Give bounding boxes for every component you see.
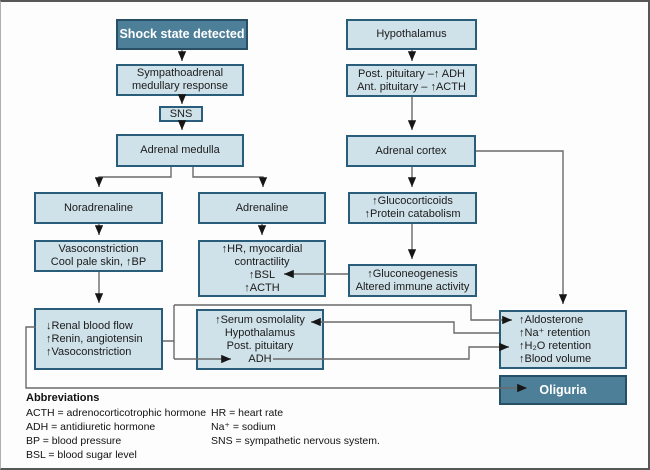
node-renal-effects: ↓Renal blood flow ↑Renin, angiotensin ↑V… (34, 308, 163, 370)
node-noradrenaline: Noradrenaline (34, 192, 163, 224)
abbreviation-item: HR = heart rate (211, 407, 284, 419)
node-label: Adrenal cortex (375, 144, 447, 157)
node-line: ↓Renal blood flow (46, 319, 133, 332)
node-glucocorticoids: ↑Glucocorticoids ↑Protein catabolism (348, 192, 477, 224)
abbreviations-title: Abbreviations (26, 392, 100, 404)
node-line: ↑Glucocorticoids (372, 195, 453, 207)
node-line: medullary response (132, 80, 228, 92)
abbreviation-item: ADH = antidiuretic hormone (26, 421, 156, 433)
node-line: ↑Renin, angiotensin (46, 332, 143, 345)
node-line: ↑Serum osmolality (215, 313, 305, 326)
node-adrenal-cortex: Adrenal cortex (346, 135, 476, 167)
node-aldosterone-effects: ↑Aldosterone ↑Na⁺ retention ↑H₂O retenti… (499, 310, 627, 369)
node-adrenal-medulla: Adrenal medulla (116, 134, 244, 167)
arrow-medulla-to-adrenaline (192, 167, 268, 187)
node-pituitary: Post. pituitary –↑ ADH Ant. pituitary – … (346, 64, 477, 97)
arrow-medulla-to-noradrenaline (94, 167, 172, 187)
node-cardiac-effects: ↑HR, myocardial contractility ↑BSL ↑ACTH (198, 240, 326, 297)
node-line: ADH (248, 352, 272, 365)
node-line: Post. pituitary (226, 339, 294, 352)
node-line: Ant. pituitary – ↑ACTH (357, 80, 466, 93)
node-sympathoadrenal-response: Sympathoadrenal medullary response (116, 64, 244, 96)
node-line: Vasoconstriction (58, 243, 139, 255)
node-line: Hypothalamus (224, 326, 296, 339)
node-line: Post. pituitary –↑ ADH (358, 67, 465, 80)
node-line: ↑Aldosterone (519, 313, 584, 326)
abbreviations-column-2: HR = heart rate Na⁺ = sodium SNS = sympa… (211, 406, 380, 448)
node-oliguria: Oliguria (499, 375, 627, 405)
arrow-cortex-to-aldosterone (476, 150, 568, 304)
node-line: ↑BSL (248, 268, 276, 281)
node-line: ↑Gluconeogenesis (367, 267, 458, 280)
node-label: Shock state detected (119, 27, 245, 41)
node-line: ↑Protein catabolism (364, 208, 461, 220)
node-line: contractility (234, 255, 290, 268)
arrow-na-retention-to-serum-osmolality (311, 317, 499, 334)
node-label: Adrenal medulla (140, 144, 220, 156)
node-line: ↑H₂O retention (519, 339, 592, 352)
node-vasoconstriction: Vasoconstriction Cool pale skin, ↑BP (34, 240, 163, 272)
abbreviation-item: BSL = blood sugar level (26, 449, 137, 461)
node-shock-state-detected: Shock state detected (116, 19, 248, 50)
abbreviation-item: ACTH = adrenocorticotrophic hormone (26, 407, 207, 419)
node-label: Oliguria (539, 382, 587, 397)
node-line: ↑Vasoconstriction (46, 345, 132, 358)
node-hypothalamus: Hypothalamus (346, 19, 477, 50)
node-sns: SNS (159, 106, 203, 122)
node-line: ↑ACTH (244, 281, 280, 294)
node-line: Cool pale skin, ↑BP (50, 256, 147, 268)
abbreviation-item: BP = blood pressure (26, 435, 122, 447)
node-line: Altered immune activity (355, 280, 470, 293)
node-label: Adrenaline (235, 201, 289, 214)
node-label: Noradrenaline (63, 201, 134, 214)
abbreviation-item: SNS = sympathetic nervous system. (211, 435, 380, 447)
node-serum-osmolality-pathway: ↑Serum osmolality Hypothalamus Post. pit… (196, 309, 324, 370)
abbreviations-column-1: ACTH = adrenocorticotrophic hormone ADH … (26, 406, 206, 462)
node-label: SNS (169, 107, 193, 120)
abbreviation-item: Na⁺ = sodium (211, 421, 276, 433)
node-line: ↑Na⁺ retention (519, 326, 591, 339)
node-adrenaline: Adrenaline (198, 192, 326, 224)
node-line: Sympathoadrenal (136, 67, 224, 79)
node-gluconeogenesis: ↑Gluconeogenesis Altered immune activity (348, 264, 477, 297)
line-renin-junction (163, 305, 175, 359)
node-label: Hypothalamus (376, 28, 447, 40)
node-line: ↑Blood volume (519, 352, 592, 365)
node-line: ↑HR, myocardial (221, 242, 303, 255)
